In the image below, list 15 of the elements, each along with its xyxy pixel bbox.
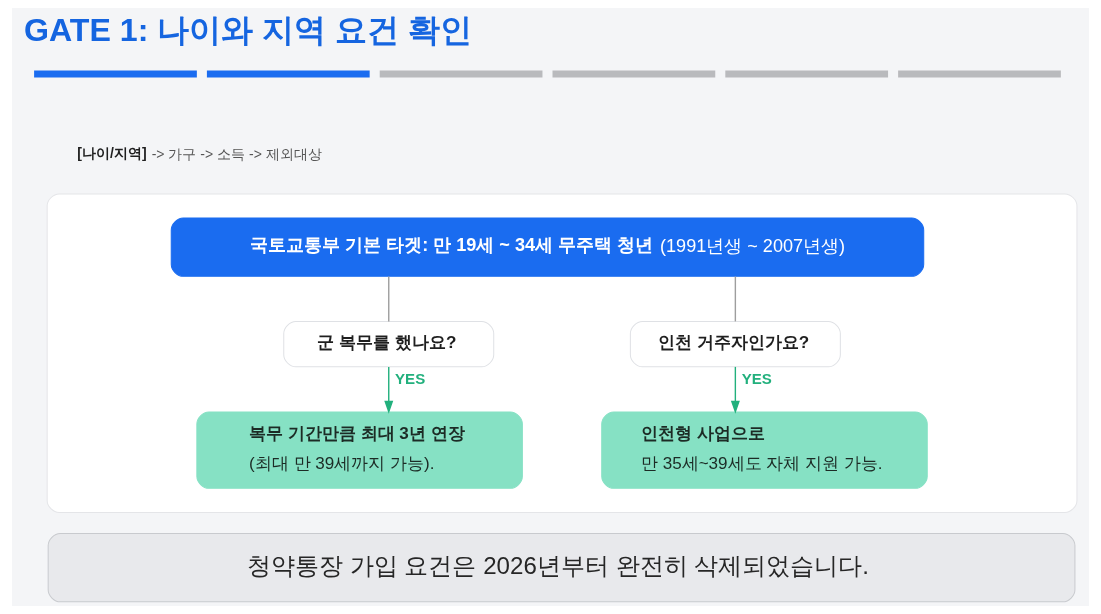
- node-box: 복무 기간만큼 최대 3년 연장 (최대 만 39세까지 가능).: [196, 411, 523, 489]
- node-box: 청약통장 가입 요건은 2026년부터 완전히 삭제되었습니다.: [47, 533, 1076, 603]
- node-box: 국토교통부 기본 타겟: 만 19세 ~ 34세 무주택 청년 (1991년생 ~ 2007년생): [170, 217, 925, 277]
- node-box: 군 복무를 했나요?: [283, 321, 495, 368]
- arrow: [384, 366, 394, 414]
- connector: [734, 275, 737, 323]
- edge-label: YES: [395, 370, 426, 388]
- node-box: 인천형 사업으로 만 35세~39세도 자체 지원 가능.: [601, 411, 928, 489]
- arrow: [730, 366, 740, 414]
- edge-label: YES: [741, 370, 772, 388]
- cluster: [46, 193, 1078, 513]
- label: [나이/지역] -> 가구 -> 소득 -> 제외대상: [77, 145, 322, 163]
- diagram-title: GATE 1: 나이와 지역 요건 확인: [24, 11, 473, 48]
- node-box: 인천 거주자인가요?: [629, 321, 841, 368]
- connector: [388, 275, 390, 323]
